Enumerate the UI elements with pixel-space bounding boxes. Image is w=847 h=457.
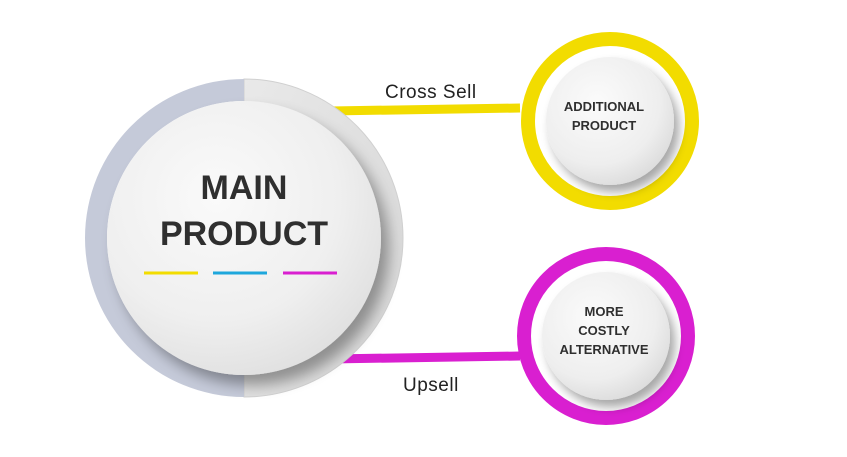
costly-alternative-label-line1: MORE xyxy=(585,304,624,319)
upsell-label: Upsell xyxy=(403,375,459,396)
cross-sell-connector xyxy=(329,103,521,116)
main-product-title-line1: MAIN xyxy=(201,169,288,207)
additional-product-label-line2: PRODUCT xyxy=(572,118,636,133)
main-product-outer-ring xyxy=(85,79,244,397)
additional-product-disc xyxy=(546,57,674,185)
main-product-title-line2: PRODUCT xyxy=(160,215,328,253)
costly-alternative-ring xyxy=(517,247,695,425)
costly-alternative-label-line3: ALTERNATIVE xyxy=(559,342,648,357)
additional-product-label-line1: ADDITIONAL xyxy=(564,99,644,114)
upsell-connector xyxy=(329,351,521,364)
costly-alternative-label-line2: COSTLY xyxy=(578,323,630,338)
costly-alternative-disc xyxy=(542,272,670,400)
main-product-disc xyxy=(107,101,381,375)
additional-product-ring xyxy=(521,32,699,210)
cross-sell-label: Cross Sell xyxy=(385,82,477,103)
